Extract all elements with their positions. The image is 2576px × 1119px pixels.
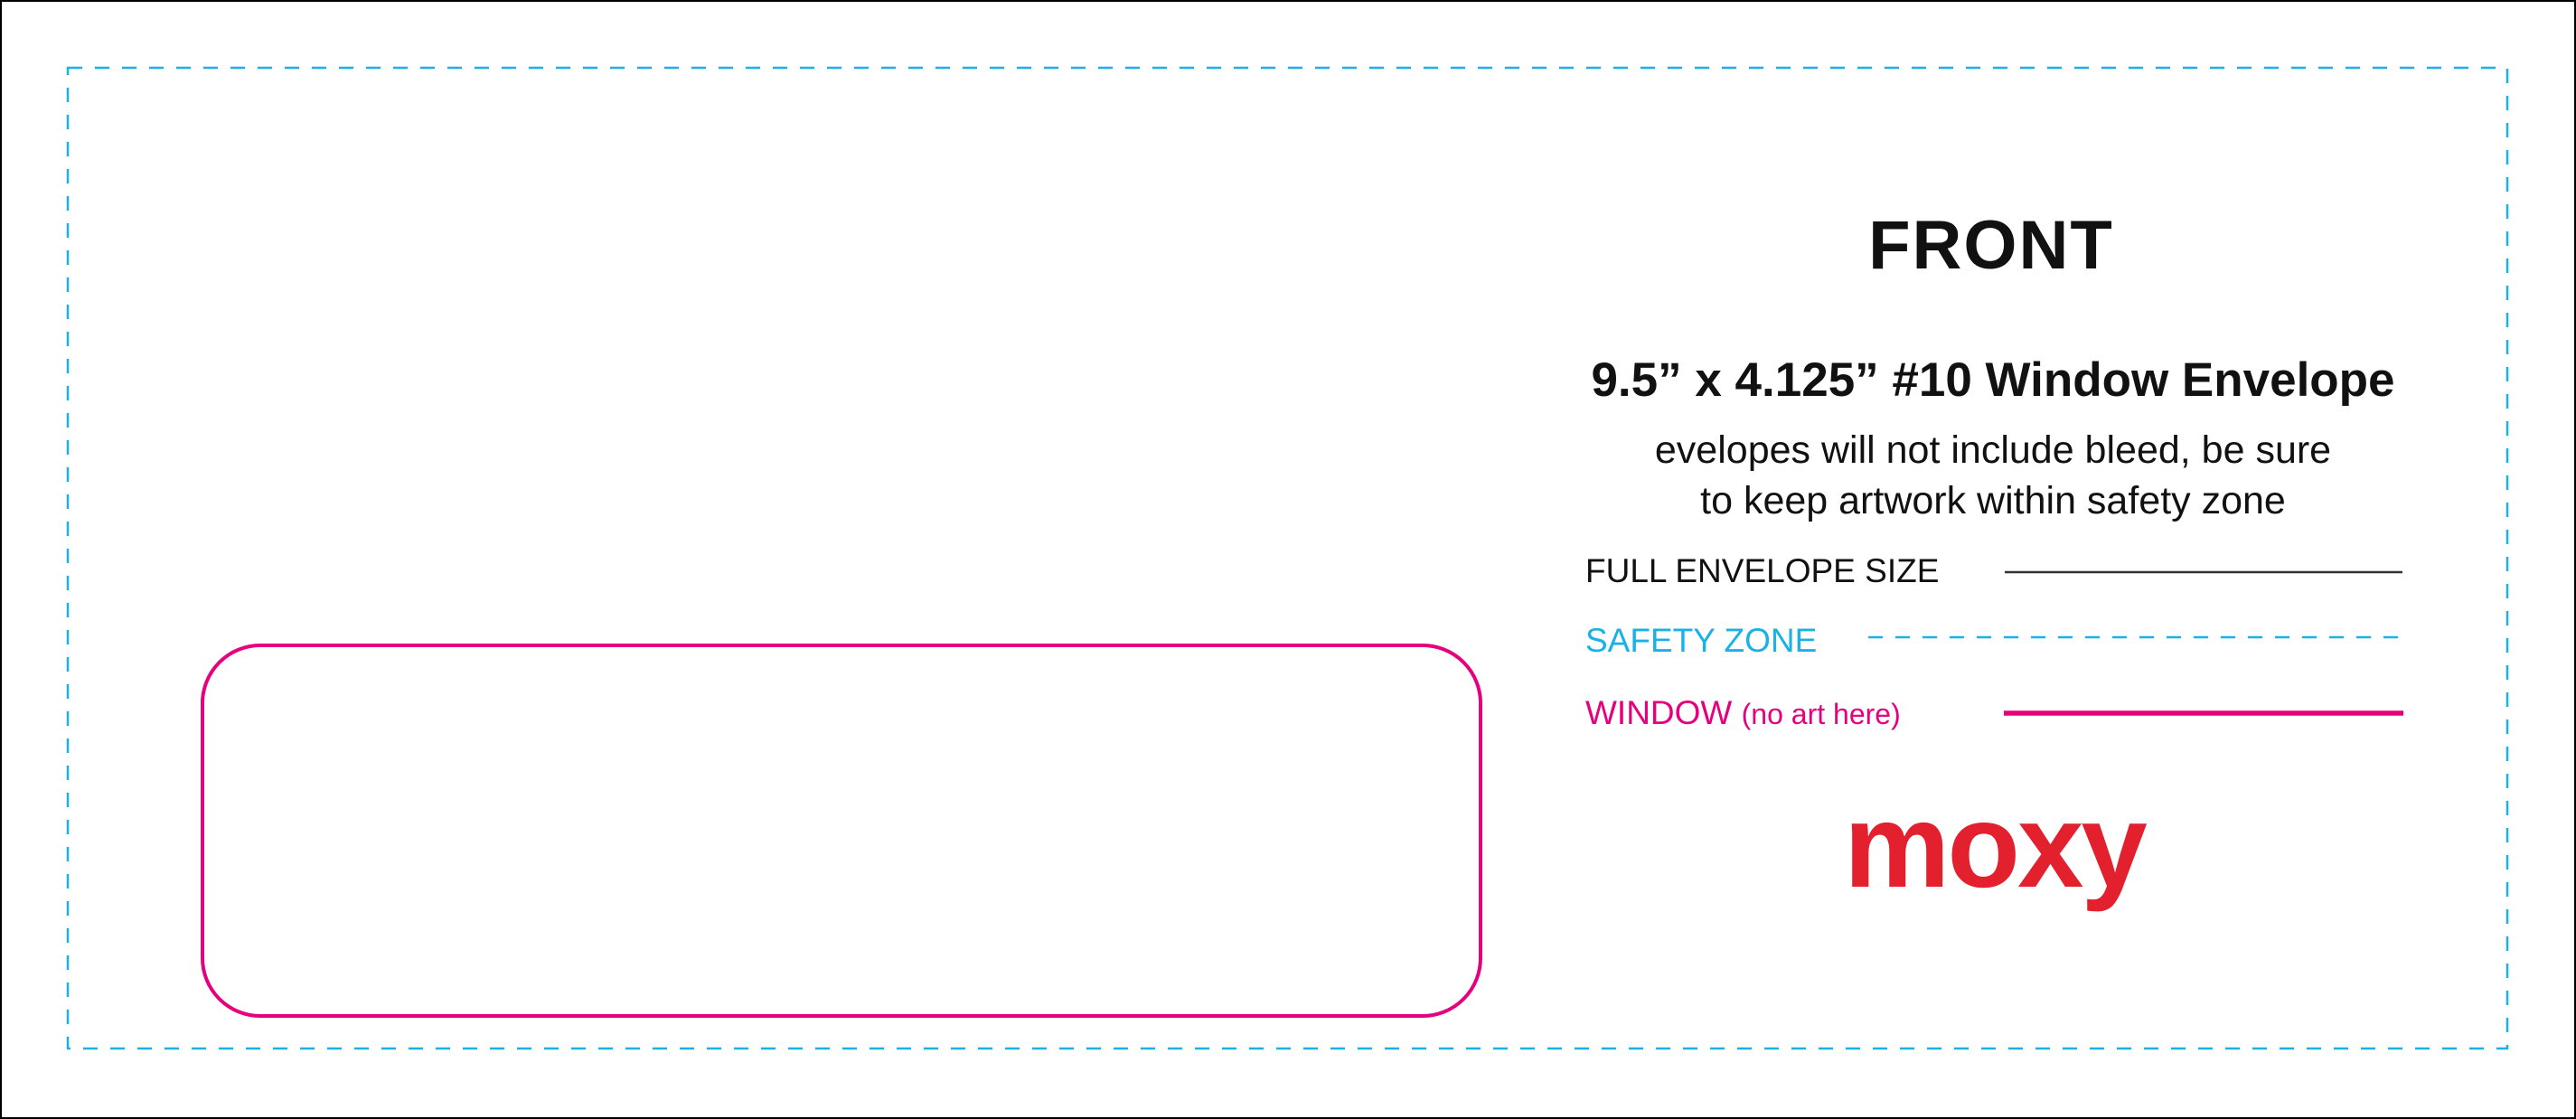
bleed-note-line-2: to keep artwork within safety zone bbox=[1700, 479, 2286, 522]
legend-full-size-label: FULL ENVELOPE SIZE bbox=[1585, 552, 1940, 589]
envelope-size-heading: 9.5” x 4.125” #10 Window Envelope bbox=[1591, 353, 2395, 407]
legend-safety-zone-line bbox=[1868, 635, 2403, 639]
legend-window-text: WINDOW bbox=[1585, 694, 1733, 731]
page-title: FRONT bbox=[1868, 207, 2114, 284]
legend-window-line bbox=[2004, 710, 2403, 716]
window-area bbox=[201, 644, 1482, 1018]
legend-safety-zone-label: SAFETY ZONE bbox=[1585, 622, 1818, 659]
bleed-note-line-1: evelopes will not include bleed, be sure bbox=[1654, 428, 2332, 472]
moxy-logo: moxy bbox=[1844, 779, 2148, 912]
legend-window-label: WINDOW (no art here) bbox=[1585, 694, 1901, 732]
legend-window-note: (no art here) bbox=[1741, 698, 1901, 730]
legend-full-size-line bbox=[2005, 570, 2402, 574]
bleed-note: evelopes will not include bleed, be sure… bbox=[1496, 425, 2490, 526]
